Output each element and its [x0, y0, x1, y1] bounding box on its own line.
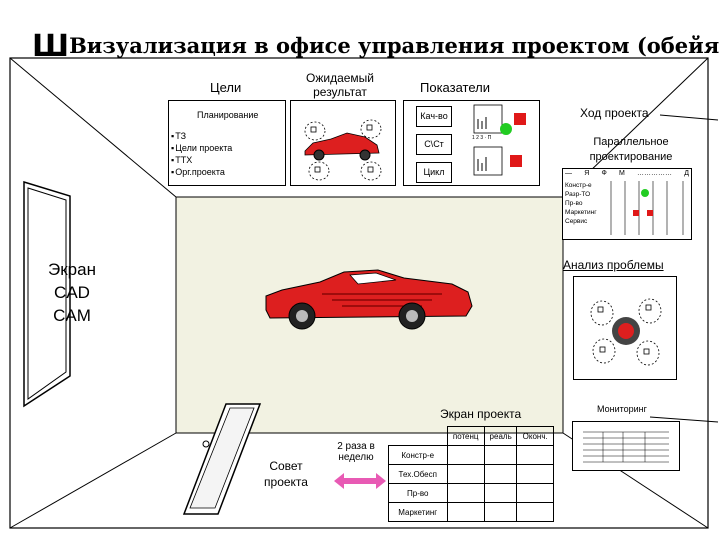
problem-analysis-board — [573, 276, 677, 380]
row-header: Маркетинг — [388, 502, 448, 522]
indicator-ticks: 1 2 3 · П — [472, 135, 492, 141]
col-header: Оконч. — [516, 426, 554, 446]
indicator-charts — [473, 104, 526, 176]
parallel-row: Констр-е — [565, 182, 592, 189]
cad-line: Экран — [48, 260, 96, 279]
planning-label: Планирование — [197, 110, 259, 120]
fishbone-diagram — [590, 298, 662, 366]
parallel-row: Маркетинг — [565, 209, 597, 216]
double-arrow — [334, 473, 386, 489]
row-header: Тех.Обесп — [388, 464, 448, 484]
cad-screen-label: Экран CAD CAM — [34, 258, 110, 327]
car-image — [265, 269, 473, 330]
car-small-icon — [304, 119, 382, 181]
problem-analysis-label: Анализ проблемы — [563, 258, 664, 272]
council-label: Совет проекта — [264, 459, 308, 489]
indicator-cost: С\Ст — [416, 134, 452, 155]
project-screen-label: Экран проекта — [440, 407, 522, 421]
expected-result-board — [290, 100, 396, 186]
goals-item: Цели проекта — [171, 142, 232, 154]
indicator-quality: Кач-во — [416, 106, 452, 127]
col-header: реаль — [483, 426, 518, 446]
parallel-row: Пр-во — [565, 200, 583, 207]
indicators-board: Кач-во С\Ст Цикл 1 2 3 · П — [403, 100, 540, 186]
expected-result-label: Ожидаемый результат — [306, 71, 374, 99]
indicator-cycle: Цикл — [416, 162, 452, 183]
monitoring-board — [572, 421, 680, 471]
indicators-label: Показатели — [420, 80, 490, 95]
monitoring-label: Мониторинг — [597, 404, 647, 414]
page-title: ШВизуализация в офисе управления проекто… — [32, 26, 720, 64]
project-screen-table: потенц реаль Оконч. Констр-е Тех.Обесп П… — [388, 426, 554, 522]
col-header: потенц — [446, 426, 485, 446]
cad-line: CAM — [53, 306, 91, 325]
monitoring-table-icon — [583, 431, 669, 463]
goals-board: Планирование ТЗ Цели проекта ТТХ Орг.про… — [168, 100, 286, 186]
gantt-chart — [610, 181, 684, 235]
row-header: Констр-е — [388, 445, 448, 465]
title-text: Визуализация в офисе управления проектом… — [69, 33, 720, 58]
parallel-label: Параллельное проектирование — [589, 136, 673, 163]
parallel-rows: Констр-е Разр-ТО Пр-во Маркетинг Сервис — [565, 181, 597, 226]
parallel-row: Разр-ТО — [565, 191, 591, 198]
goals-item: ТТХ — [171, 154, 232, 166]
parallel-row: Сервис — [565, 218, 588, 225]
council-table — [182, 403, 262, 515]
goals-item: ТЗ — [171, 130, 232, 142]
goals-label: Цели — [210, 80, 242, 95]
goals-item: Орг.проекта — [171, 166, 232, 178]
goals-list: ТЗ Цели проекта ТТХ Орг.проекта — [171, 130, 232, 178]
cad-screen-frame — [23, 180, 71, 408]
cad-line: CAD — [54, 283, 90, 302]
progress-label: Ход проекта — [580, 106, 649, 120]
council-frequency: 2 раза в неделю — [337, 441, 375, 463]
row-header: Пр-во — [388, 483, 448, 503]
